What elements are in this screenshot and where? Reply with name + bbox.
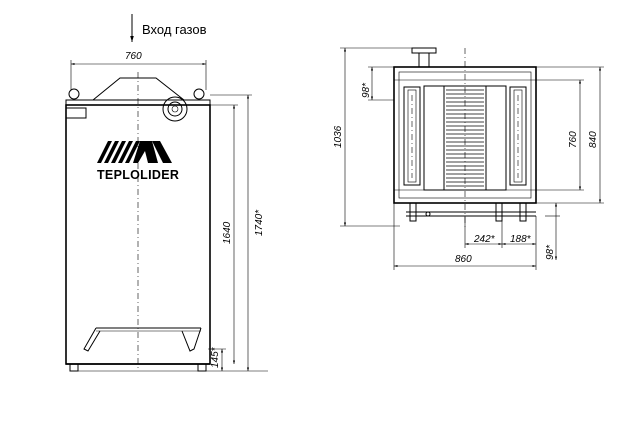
gas-inlet-label: Вход газов [142, 22, 207, 37]
plan-bottom-a-label: 242* [473, 234, 496, 245]
lifting-eye-left [68, 88, 80, 101]
plan-bottom-dimensions: 242* 188* 98* 860 [393, 203, 560, 270]
front-height-dimensions: 1640 1740* 145* [206, 94, 268, 372]
gas-inlet-indicator: Вход газов [130, 14, 207, 42]
front-height-total-label: 1740* [254, 209, 265, 236]
gas-flange [162, 96, 188, 122]
front-foot-height-label: 145* [210, 346, 221, 368]
support-frame [83, 327, 202, 352]
plan-left-dimensions: 1036 98* [333, 47, 412, 227]
front-view: 760 [65, 51, 268, 372]
plan-width-total-label: 860 [455, 254, 472, 265]
tube-bundle-lines [446, 89, 484, 187]
tube-bundle [443, 85, 487, 191]
plan-depth-total-label: 1036 [333, 125, 344, 148]
front-width-dimension: 760 [70, 51, 207, 90]
bottom-pipeline [406, 202, 536, 222]
plan-bottom-b-label: 188* [510, 234, 532, 245]
top-pipe [411, 47, 437, 68]
brand-name: TEPLOLIDER [97, 168, 179, 182]
plan-right-dimensions: 760 840 [536, 66, 604, 204]
lifting-eye-right [193, 88, 205, 101]
front-width-label: 760 [125, 51, 142, 62]
plan-inner-height-label: 760 [568, 131, 579, 148]
plan-bottom-offset-label: 98* [545, 244, 556, 260]
plan-outer-height-label: 840 [588, 131, 599, 148]
nameplate [65, 107, 87, 119]
front-height-body-label: 1640 [222, 221, 233, 244]
side-panel-left [403, 86, 421, 186]
plan-top-offset-label: 98* [361, 82, 372, 98]
teplolider-logo-icon [97, 141, 172, 163]
base-feet [66, 363, 210, 372]
plan-view: 1036 98* 760 840 242* 188* [333, 47, 604, 270]
side-panel-right [509, 86, 527, 186]
top-hood [92, 77, 185, 101]
plan-inner-frame [398, 71, 532, 199]
